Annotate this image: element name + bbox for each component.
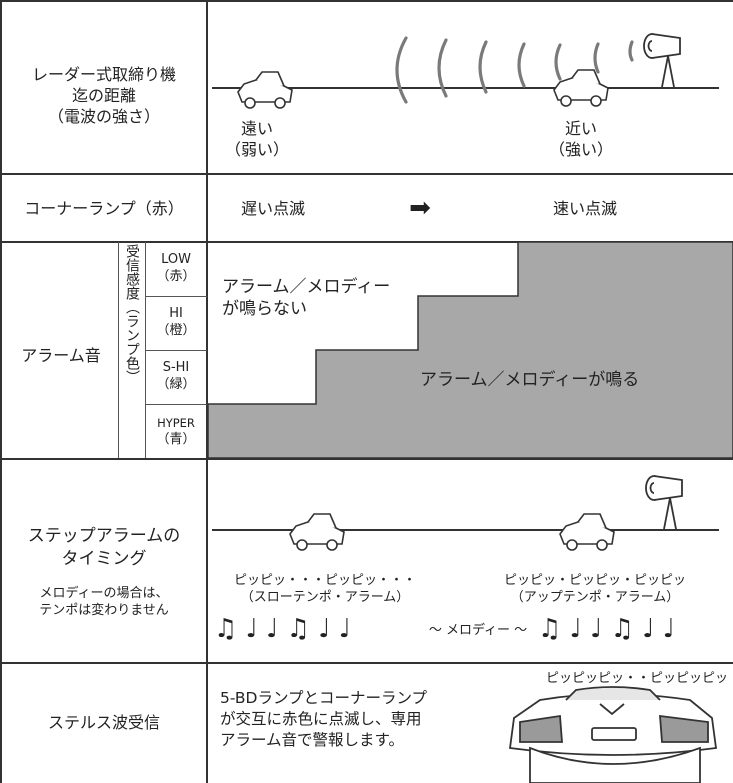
car-icon (289, 513, 345, 551)
car-icon (559, 513, 615, 551)
table-left-border (0, 0, 2, 783)
radio-waves (395, 36, 634, 104)
level-hi-color: （橙） (156, 323, 196, 338)
stealth-beep-label: ピッピッピッ・・ピッピッピッ (545, 671, 728, 686)
radar-camera-icon (643, 33, 681, 88)
level-shi-name: S-HI (162, 360, 190, 375)
near-label: 近い （強い） (548, 119, 613, 159)
music-notes-right-icon: ♫ ♩ ♩ ♫ ♩ ♩ (538, 614, 675, 644)
row-divider-1 (0, 173, 733, 175)
level-hi-name: HI (169, 306, 183, 321)
melody-note: メロディーの場合は、 テンポは変わりません (39, 586, 169, 618)
car-icon (553, 69, 609, 107)
alarm-divider-1 (118, 242, 119, 458)
sensitivity-label: 受信感度（ランプ色） (124, 244, 140, 384)
car-icon (237, 71, 293, 109)
sound-label: アラーム／メロディーが鳴る (420, 370, 640, 390)
level-divider (145, 296, 207, 297)
radar-camera-icon (645, 475, 683, 530)
column-divider (206, 0, 208, 783)
row-divider-4 (0, 662, 733, 664)
fast-beep-label: ピッピッ・ピッピッ・ピッピッ (503, 573, 686, 588)
row-divider-3 (0, 458, 733, 460)
arrow-right-icon: ➡ (409, 193, 431, 223)
step-alarm-row-label: ステップアラームの タイミング (27, 526, 181, 569)
slow-beep-label: ピッピッ・・・ピッピッ・・・ (233, 573, 416, 588)
alarm-row-label: アラーム音 (21, 346, 101, 365)
level-hyper-name: HYPER (157, 416, 195, 430)
level-low-color: （赤） (156, 269, 196, 284)
slow-tempo-label: （スローテンポ・アラーム） (240, 590, 410, 605)
stealth-description: 5-BDランプとコーナーランプ が交互に赤色に点滅し、専用 アラーム音で警報しま… (220, 689, 428, 749)
slow-blink-label: 遅い点滅 (240, 199, 305, 218)
corner-lamp-row-label: コーナーランプ（赤） (24, 199, 184, 218)
fast-blink-label: 速い点滅 (552, 199, 617, 218)
stealth-row-label: ステルス波受信 (47, 713, 160, 732)
distance-illustration (212, 33, 719, 109)
melody-label: 〜 メロディー 〜 (428, 623, 528, 638)
level-shi-color: （緑） (156, 377, 196, 392)
no-sound-label: アラーム／メロディー が鳴らない (222, 277, 391, 319)
level-low-name: LOW (161, 252, 191, 267)
far-label: 遠い （弱い） (224, 119, 289, 159)
level-divider (145, 404, 207, 405)
distance-row-label: レーダー式取締り機 迄の距離 （電波の強さ） (31, 65, 176, 126)
level-hyper-color: （青） (156, 432, 196, 447)
row-divider-2 (0, 241, 733, 243)
table-top-border (0, 0, 733, 2)
music-notes-left-icon: ♫ ♩ ♩ ♫ ♩ ♩ (214, 614, 351, 644)
fast-tempo-label: （アップテンポ・アラーム） (510, 590, 680, 605)
level-divider (145, 350, 207, 351)
